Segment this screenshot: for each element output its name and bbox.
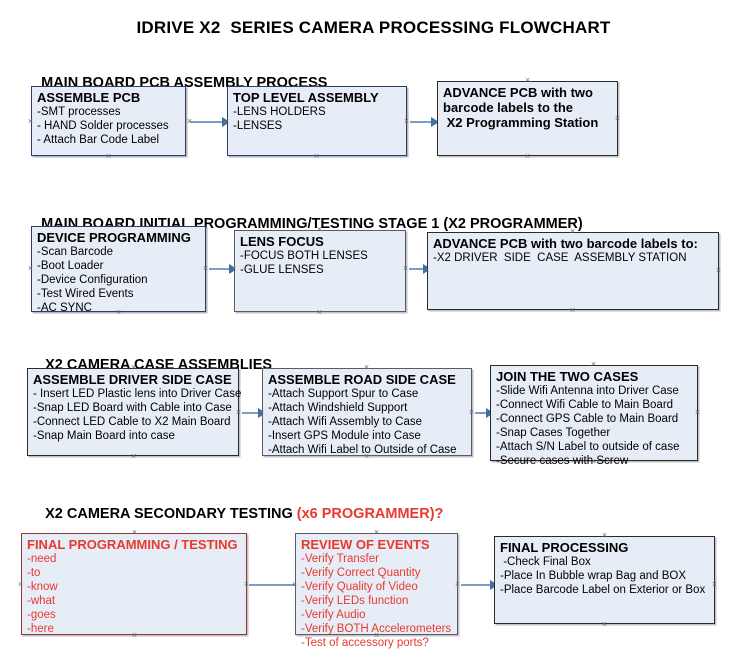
section-title-4: X2 CAMERA SECONDARY TESTING (x6 PROGRAMM… <box>29 490 443 538</box>
node-header: REVIEW OF EVENTS <box>301 537 430 552</box>
node-item: - Insert LED Plastic lens into Driver Ca… <box>33 388 242 400</box>
node-top-level-assembly[interactable]: TOP LEVEL ASSEMBLY -LENS HOLDERS -LENSES <box>227 86 407 156</box>
node-item: -goes <box>27 609 56 621</box>
node-item: barcode labels to the <box>443 100 574 115</box>
node-item: -LENS HOLDERS <box>233 106 326 118</box>
node-item: -FOCUS BOTH LENSES <box>240 250 368 262</box>
node-item-overflow: -Test of accessory ports? <box>301 637 429 649</box>
node-header: DEVICE PROGRAMMING <box>37 230 191 245</box>
node-item: - Attach Bar Code Label <box>37 134 160 146</box>
node-item: X2 Programming Station <box>443 115 599 130</box>
node-header: FINAL PROCESSING <box>500 540 629 555</box>
node-item: -AC SYNC <box>37 302 92 314</box>
node-item: -know <box>27 581 58 593</box>
node-item: -Verify BOTH Accelerometers <box>301 623 452 635</box>
connector-line <box>249 584 295 586</box>
node-item: -to <box>27 567 41 579</box>
node-item: -Attach Wifi Label to Outside of Case <box>268 444 457 456</box>
node-item: -Attach S/N Label to outside of case <box>496 441 680 453</box>
node-header: ADVANCE PCB with two <box>443 85 593 100</box>
node-item: -X2 DRIVER SIDE CASE ASSEMBLY STATION <box>433 252 687 264</box>
node-item: -Connect GPS Cable to Main Board <box>496 413 679 425</box>
node-item: -Scan Barcode <box>37 246 114 258</box>
node-device-programming[interactable]: DEVICE PROGRAMMING -Scan Barcode -Boot L… <box>31 226 206 314</box>
node-assemble-pcb[interactable]: ASSEMBLE PCB -SMT processes - HAND Solde… <box>31 86 186 156</box>
connector-arrow <box>461 584 494 586</box>
node-header: ASSEMBLE DRIVER SIDE CASE <box>33 372 232 387</box>
connector-arrow <box>475 412 490 414</box>
node-item: -Insert GPS Module into Case <box>268 430 421 442</box>
connector-arrow <box>242 412 262 414</box>
node-lens-focus[interactable]: LENS FOCUS -FOCUS BOTH LENSES -GLUE LENS… <box>234 230 406 312</box>
node-item: -Connect LED Cable to X2 Main Board <box>33 416 231 428</box>
connector-arrow <box>209 268 233 270</box>
node-item: -Place Barcode Label on Exterior or Box <box>500 584 706 596</box>
node-assemble-road-side-case[interactable]: ASSEMBLE ROAD SIDE CASE -Attach Support … <box>262 368 472 456</box>
node-item: -Slide Wifi Antenna into Driver Case <box>496 385 679 397</box>
page-title: IDRIVE X2 SERIES CAMERA PROCESSING FLOWC… <box>136 18 611 37</box>
node-item: -Connect Wifi Cable to Main Board <box>496 399 674 411</box>
node-header: TOP LEVEL ASSEMBLY <box>233 90 379 105</box>
node-item: -Verify Audio <box>301 609 366 621</box>
section-title-4-text: X2 CAMERA SECONDARY TESTING <box>45 506 297 522</box>
node-item: -Attach Support Spur to Case <box>268 388 419 400</box>
node-item: -Verify Correct Quantity <box>301 567 421 579</box>
arrowhead-icon <box>222 117 230 127</box>
node-item: -Test Wired Events <box>37 288 134 300</box>
node-header: FINAL PROGRAMMING / TESTING <box>27 537 238 552</box>
node-item: -Verify Transfer <box>301 553 379 565</box>
node-item: - HAND Solder processes <box>37 120 169 132</box>
node-advance-pcb-programming-station[interactable]: ADVANCE PCB with two barcode labels to t… <box>437 81 618 156</box>
node-header: LENS FOCUS <box>240 234 324 249</box>
node-item: -Check Final Box <box>500 556 591 568</box>
node-join-the-two-cases[interactable]: JOIN THE TWO CASES -Slide Wifi Antenna i… <box>490 365 698 467</box>
node-assemble-driver-side-case[interactable]: ASSEMBLE DRIVER SIDE CASE - Insert LED P… <box>27 368 242 456</box>
section-title-4-accent: (x6 PROGRAMMER)? <box>296 506 444 522</box>
node-item: -Secure cases with Screw <box>496 455 629 467</box>
arrowhead-icon <box>229 264 237 274</box>
node-item: -GLUE LENSES <box>240 264 324 276</box>
node-final-processing[interactable]: FINAL PROCESSING -Check Final Box -Place… <box>494 536 715 624</box>
connector-arrow <box>409 268 427 270</box>
node-header: ASSEMBLE PCB <box>37 90 141 105</box>
node-item: -Verify LEDs function <box>301 595 409 607</box>
node-final-programming-testing[interactable]: FINAL PROGRAMMING / TESTING -need -to -k… <box>21 533 247 635</box>
connector-arrow <box>190 121 226 123</box>
node-item: -Attach Windshield Support <box>268 402 408 414</box>
connector-arrow <box>410 121 435 123</box>
node-item: -need <box>27 553 57 565</box>
node-review-of-events[interactable]: REVIEW OF EVENTS -Verify Transfer -Verif… <box>295 533 458 649</box>
node-item: -SMT processes <box>37 106 121 118</box>
node-advance-pcb-driver-side[interactable]: ADVANCE PCB with two barcode labels to: … <box>427 232 719 310</box>
node-item: -Device Configuration <box>37 274 148 286</box>
node-item: -Attach Wifi Assembly to Case <box>268 416 423 428</box>
node-item: -Snap LED Board with Cable into Case <box>33 402 232 414</box>
node-header: JOIN THE TWO CASES <box>496 369 639 384</box>
node-item: -Boot Loader <box>37 260 104 272</box>
node-item: -here <box>27 623 54 635</box>
node-item: -Snap Cases Together <box>496 427 611 439</box>
node-item: -LENSES <box>233 120 283 132</box>
node-item: -Place In Bubble wrap Bag and BOX <box>500 570 687 582</box>
node-item: -Snap Main Board into case <box>33 430 175 442</box>
node-item: -Verify Quality of Video <box>301 581 418 593</box>
node-header: ASSEMBLE ROAD SIDE CASE <box>268 372 456 387</box>
node-header: ADVANCE PCB with two barcode labels to: <box>433 236 698 251</box>
node-item: -what <box>27 595 56 607</box>
arrowhead-icon <box>431 117 439 127</box>
